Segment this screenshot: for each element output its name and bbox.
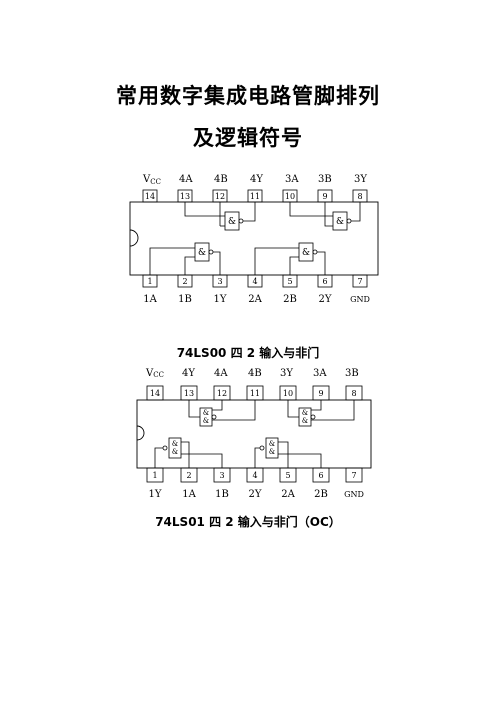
document-subtitle: 及逻辑符号 [193, 126, 303, 150]
and-gate-symbol: & [269, 440, 275, 448]
pin-number: 6 [318, 471, 323, 480]
pin-number: 10 [283, 389, 293, 398]
pin-label-3b: 3B [318, 174, 332, 185]
chip-74ls01-diagram: VCC 4Y 4A 4B 3Y 3A 3B 14 13 12 11 10 9 8… [136, 368, 372, 500]
gate-wiring [154, 400, 355, 468]
pin-label-vcc: VCC [145, 368, 164, 379]
pin-number: 6 [322, 277, 327, 286]
pin-number: 5 [287, 277, 292, 286]
pin-label-gnd: GND [344, 490, 364, 499]
pin-label-vcc: VCC [142, 174, 161, 186]
pin-label-gnd: GND [350, 295, 370, 304]
pin-label-3a: 3A [285, 174, 299, 185]
pin-number: 12 [217, 389, 227, 398]
pin-label-2a: 2A [281, 489, 295, 500]
pin-label-1b: 1B [178, 294, 192, 305]
pin-number: 1 [147, 277, 152, 286]
pin-label-2y: 2Y [319, 294, 332, 305]
pin-number: 3 [219, 471, 224, 480]
oc-symbol: & [172, 448, 178, 456]
and-gate-symbol: & [302, 248, 310, 258]
pin-number: 13 [180, 192, 190, 201]
pin-label-2y: 2Y [249, 489, 262, 500]
pin-number: 3 [217, 277, 222, 286]
pin-number: 2 [182, 277, 187, 286]
and-gate-symbol: & [336, 217, 344, 227]
pin-label-4y: 4Y [182, 368, 195, 379]
pin-label-3b: 3B [345, 368, 359, 379]
pin-number: 4 [252, 471, 257, 480]
pin-label-1a: 1A [143, 294, 157, 305]
and-gate-symbol: & [228, 217, 236, 227]
pin-label-4b: 4B [214, 174, 228, 185]
pin-number: 14 [150, 389, 160, 398]
oc-symbol: & [302, 417, 308, 425]
and-gate-symbol: & [302, 409, 308, 417]
pin-number: 13 [184, 389, 194, 398]
pin-label-2b: 2B [314, 489, 328, 500]
pin-number: 10 [285, 192, 295, 201]
pin-label-4a: 4A [214, 368, 228, 379]
pin-label-4y: 4Y [250, 174, 263, 185]
pin-label-3a: 3A [313, 368, 327, 379]
pin-number: 12 [215, 192, 225, 201]
document-title: 常用数字集成电路管脚排列 [116, 84, 380, 108]
pin-label-1b: 1B [215, 489, 229, 500]
pin-label-2b: 2B [283, 294, 297, 305]
pin-label-3y: 3Y [354, 174, 367, 185]
oc-symbol: & [269, 448, 275, 456]
chip-notch [129, 229, 139, 247]
pin-number: 7 [351, 471, 356, 480]
pin-number: 2 [186, 471, 191, 480]
pin-number: 8 [357, 192, 362, 201]
gate-wiring [149, 202, 361, 275]
chip2-caption: 74LS01 四 2 输入与非门（OC） [155, 515, 341, 529]
pin-number: 9 [318, 389, 323, 398]
pin-number: 9 [322, 192, 327, 201]
pin-label-1y: 1Y [149, 489, 162, 500]
pin-number: 11 [250, 192, 260, 201]
and-gate-symbol: & [198, 248, 206, 258]
pin-label-1y: 1Y [214, 294, 227, 305]
pin-label-1a: 1A [182, 489, 196, 500]
pin-number: 5 [285, 471, 290, 480]
pin-label-4a: 4A [179, 174, 193, 185]
chip1-caption: 74LS00 四 2 输入与非门 [176, 346, 320, 360]
pin-number: 14 [145, 192, 155, 201]
pin-label-4b: 4B [248, 368, 262, 379]
and-gate-symbol: & [203, 409, 209, 417]
pin-number: 7 [357, 277, 362, 286]
pin-number: 11 [250, 389, 260, 398]
pin-label-2a: 2A [248, 294, 262, 305]
pin-label-3y: 3Y [280, 368, 293, 379]
and-gate-symbol: & [172, 440, 178, 448]
chip-74ls00-diagram: VCC 4A 4B 4Y 3A 3B 3Y 14 13 12 11 10 9 8… [129, 174, 379, 305]
oc-symbol: & [203, 417, 209, 425]
pin-number: 4 [252, 277, 257, 286]
pin-number: 1 [152, 471, 157, 480]
pin-number: 8 [351, 389, 356, 398]
chip-notch [136, 425, 145, 441]
